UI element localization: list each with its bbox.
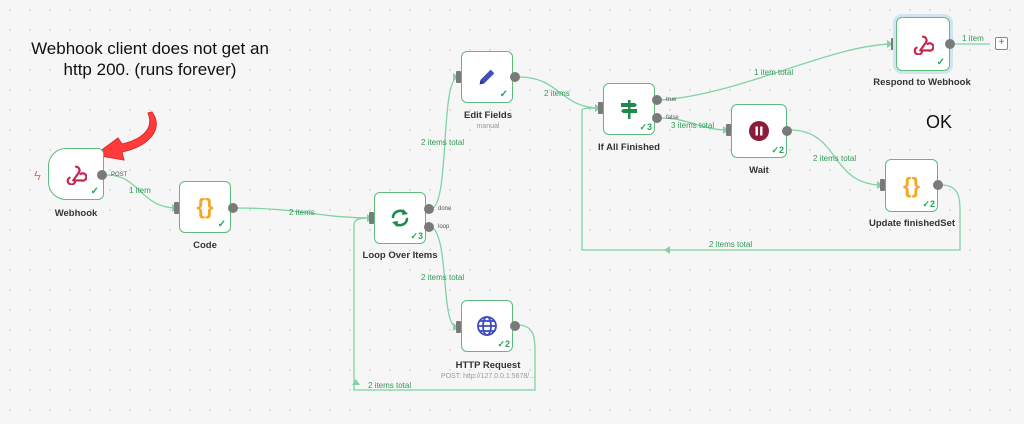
success-check-icon: ✓ [936, 57, 945, 68]
edge-update-if [581, 107, 961, 251]
loop-loop-handle[interactable] [424, 222, 434, 232]
code-output-handle[interactable] [228, 203, 238, 213]
loop-arrows-icon [391, 209, 409, 227]
loop-run-count: ✓3 [410, 231, 423, 241]
respond-output-handle[interactable] [945, 39, 955, 49]
edge-label-wait-update: 2 items total [813, 154, 857, 163]
pencil-icon [479, 69, 495, 85]
wait-input-handle[interactable] [726, 124, 731, 136]
if-true-label: true [666, 97, 677, 103]
success-check-icon: ✓ [499, 89, 508, 100]
edge-label-loop-edit: 2 items total [421, 138, 465, 147]
node-webhook-label: Webhook [54, 208, 98, 219]
node-webhook[interactable]: ✓ [48, 148, 104, 200]
edge-http-loop [353, 217, 536, 391]
loop-input-handle[interactable] [369, 212, 374, 224]
node-loop-over-items[interactable]: ✓3 [374, 192, 426, 244]
edge-label-code-loop: 2 items [289, 208, 315, 217]
loop-loop-label: loop [438, 224, 450, 230]
wait-output-handle[interactable] [782, 126, 792, 136]
node-code[interactable]: {} ✓ [179, 181, 231, 233]
update-output-handle[interactable] [933, 180, 943, 190]
edge-loop-edit [431, 76, 459, 210]
code-input-handle[interactable] [174, 202, 179, 214]
edit-output-handle[interactable] [510, 72, 520, 82]
edge-label-if-respond: 1 item total [754, 68, 794, 77]
node-respond-label: Respond to Webhook [873, 77, 971, 88]
pause-icon [749, 121, 769, 141]
success-check-icon: ✓ [217, 219, 226, 230]
webhook-port-label: POST [111, 172, 128, 178]
node-http-request[interactable]: ✓2 [461, 300, 513, 352]
node-edit-label: Edit Fields [463, 110, 513, 121]
loop-done-handle[interactable] [424, 204, 434, 214]
update-run-count: ✓2 [922, 199, 935, 209]
if-input-handle[interactable] [598, 102, 603, 114]
node-respond-to-webhook[interactable]: ✓ [896, 17, 950, 71]
http-input-handle[interactable] [456, 321, 461, 333]
if-true-handle[interactable] [652, 95, 662, 105]
respond-input-handle[interactable] [891, 38, 896, 50]
node-wait-label: Wait [749, 165, 769, 176]
add-node-plus-icon[interactable]: + [995, 37, 1008, 50]
code-braces-icon: {} [196, 194, 214, 219]
globe-icon [477, 316, 497, 336]
loop-done-label: done [438, 206, 452, 212]
edge-code-loop [236, 207, 373, 219]
edge-label-webhook-code: 1 item [129, 186, 151, 195]
webhook-icon [66, 165, 87, 185]
edge-webhook-code [106, 174, 178, 209]
node-edit-fields[interactable]: ✓ [461, 51, 513, 103]
if-false-label: false [666, 115, 679, 121]
update-input-handle[interactable] [880, 179, 885, 191]
code-braces-icon: {} [902, 172, 921, 198]
edge-wait-update [789, 129, 883, 186]
annotation-note: Webhook client does not get an http 200.… [31, 39, 269, 79]
edge-label-if-wait: 3 items total [671, 121, 715, 130]
node-update-label: Update finishedSet [868, 218, 956, 229]
edge-label-loop-http: 2 items total [421, 273, 465, 282]
signpost-icon [621, 100, 637, 119]
edit-input-handle[interactable] [456, 71, 461, 83]
edge-if-respond [659, 43, 893, 101]
node-if-all-finished[interactable]: ✓3 [603, 83, 655, 135]
annotation-arrow [93, 111, 157, 161]
node-code-label: Code [193, 240, 217, 251]
node-update-finishedset[interactable]: {} ✓2 [885, 159, 938, 212]
edge-edit-if [518, 76, 601, 109]
success-check-icon: ✓ [90, 186, 99, 197]
webhook-icon [913, 35, 934, 55]
node-wait[interactable]: ✓2 [731, 104, 787, 158]
node-edit-sub: manual [476, 123, 500, 130]
edge-if-wait [659, 117, 729, 131]
wait-run-count: ✓2 [771, 145, 784, 155]
edge-label-edit-if: 2 items [544, 89, 570, 98]
node-if-label: If All Finished [598, 142, 660, 153]
trigger-bolt-icon: ϟ [34, 168, 41, 183]
node-http-sub: POST: http://127.0.0.1:5678/... [440, 373, 536, 380]
node-loop-label: Loop Over Items [362, 250, 438, 261]
edge-label-update-if: 2 items total [709, 240, 753, 249]
edge-label-respond-out: 1 item [962, 34, 984, 43]
http-output-handle[interactable] [510, 321, 520, 331]
ok-note: OK [926, 112, 953, 132]
if-false-handle[interactable] [652, 113, 662, 123]
edge-label-http-loop: 2 items total [368, 381, 412, 390]
if-run-count: ✓3 [639, 122, 652, 132]
node-http-label: HTTP Request [455, 360, 521, 371]
webhook-output-handle[interactable] [97, 170, 107, 180]
http-run-count: ✓2 [497, 339, 510, 349]
